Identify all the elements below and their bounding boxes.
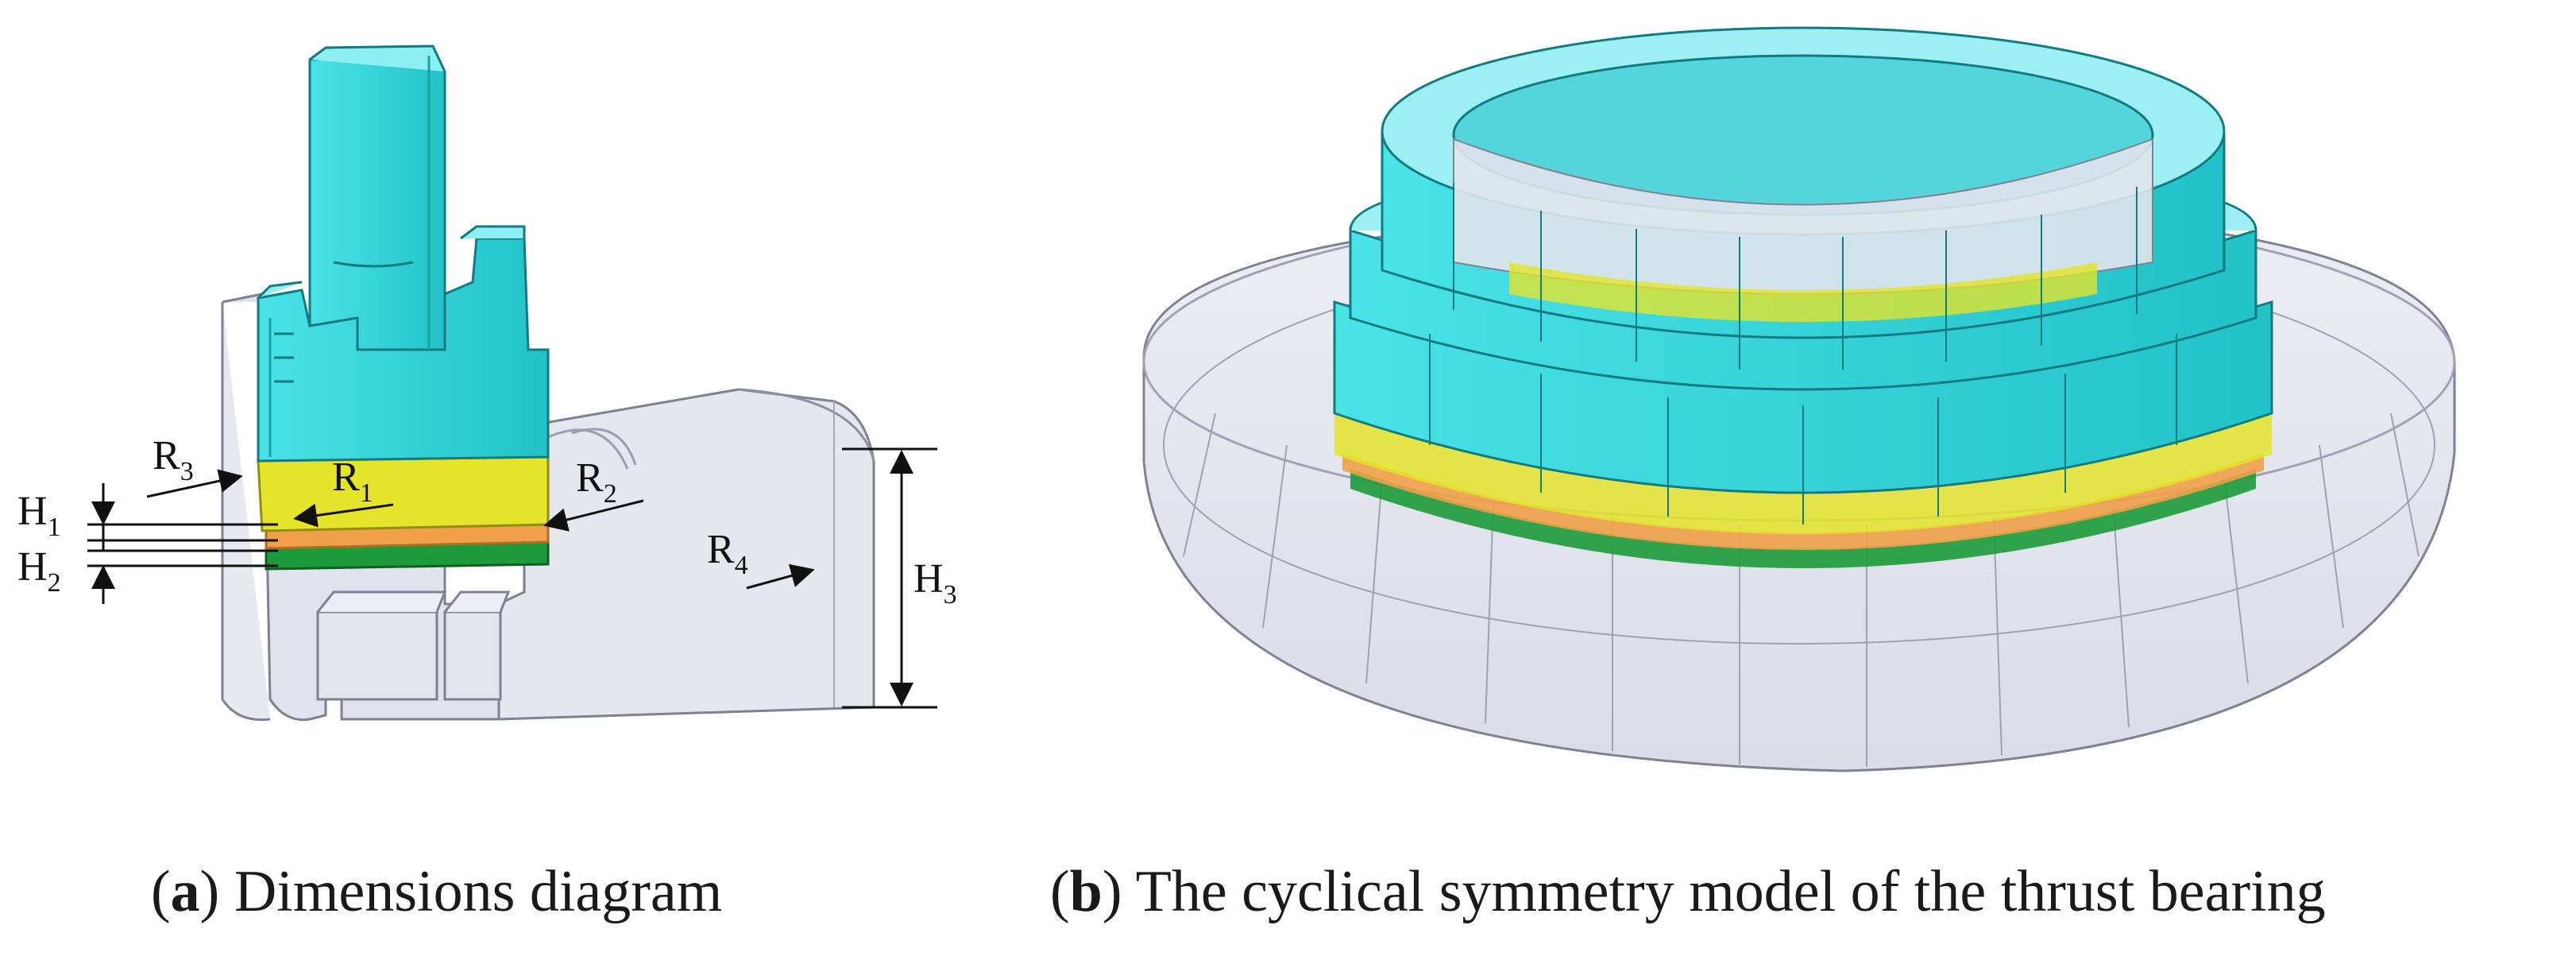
caption-a-text: Dimensions diagram	[234, 859, 723, 924]
caption-panel-b: (b) The cyclical symmetry model of the t…	[1050, 859, 2326, 924]
label-r2: R2	[576, 455, 617, 509]
r2-arrow	[543, 499, 644, 532]
label-r3: R3	[153, 433, 194, 486]
r4-arrow	[746, 563, 815, 590]
panel-b-thrust-bearing-model	[1142, 26, 2456, 772]
bearing-green-ring	[1350, 469, 2256, 568]
panel-a-dimensions-diagram: R3 R1 R2 R4 H1 H2 H3	[17, 45, 957, 722]
r3-arrow	[146, 469, 243, 498]
caption-panel-a: (a) Dimensions diagram	[151, 859, 723, 924]
label-r1: R1	[332, 455, 373, 508]
label-h1: H1	[17, 489, 61, 542]
label-h2: H2	[17, 544, 61, 598]
label-r4: R4	[707, 527, 748, 580]
bearing-yellow-ring	[1334, 413, 2272, 534]
r1-arrow	[293, 503, 394, 528]
housing-block	[497, 388, 875, 721]
caption-b-text: The cyclical symmetry model of the thrus…	[1135, 859, 2326, 924]
caption-b-letter: b	[1069, 859, 1103, 924]
cyan-shaft	[308, 54, 446, 351]
label-h3: H3	[913, 556, 957, 610]
yellow-pad	[257, 455, 550, 532]
caption-a-letter: a	[170, 859, 200, 924]
bearing-orange-ring	[1342, 453, 2264, 550]
